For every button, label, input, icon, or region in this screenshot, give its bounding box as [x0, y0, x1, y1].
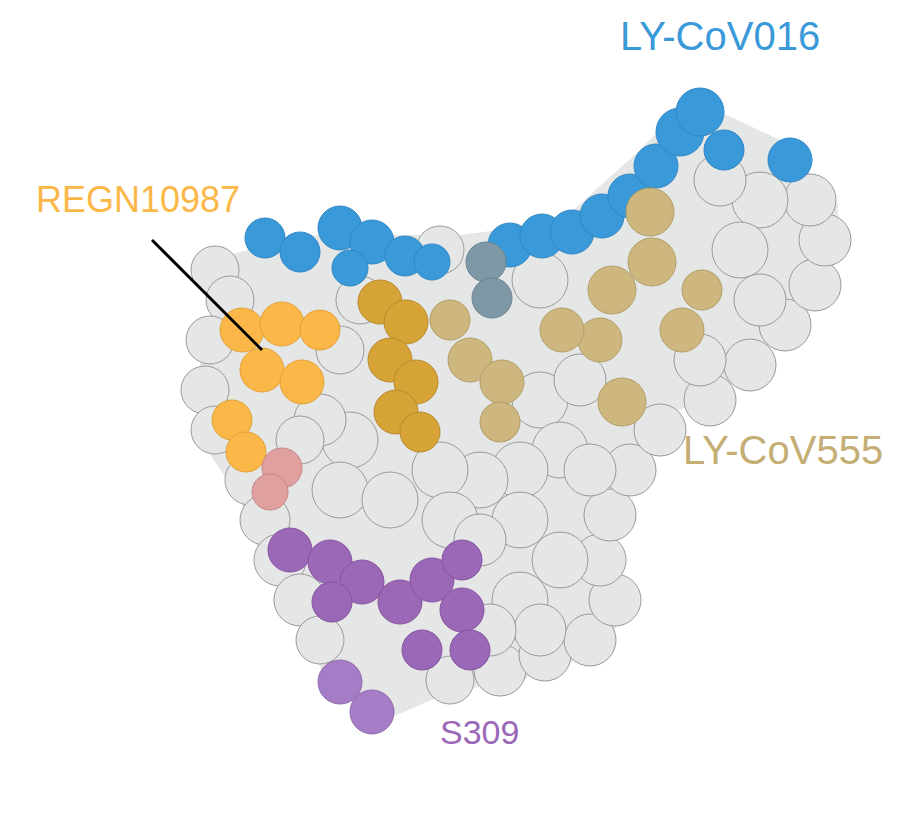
antibody-label: REGN10987	[36, 180, 240, 220]
antibody-label: LY-CoV016	[620, 14, 820, 58]
antibody-label: LY-CoV555	[683, 428, 883, 472]
antibody-label: S309	[440, 714, 519, 751]
leader-line	[152, 240, 262, 350]
